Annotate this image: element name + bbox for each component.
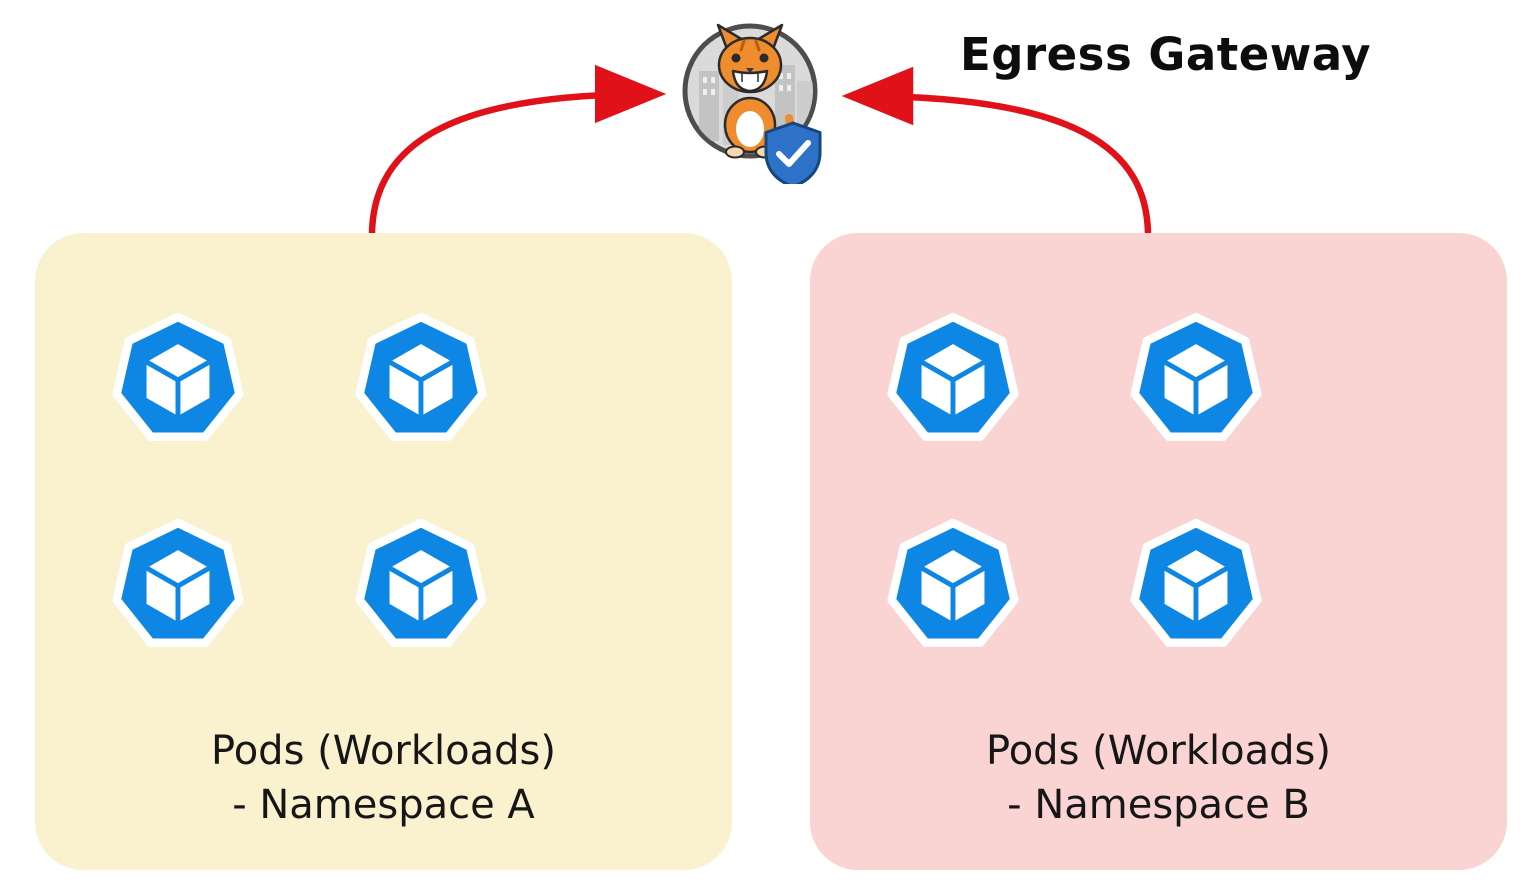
arrow-namespace-b-to-gateway [841, 66, 1152, 240]
cat-icon [716, 23, 794, 159]
namespace-b-label-line2: - Namespace B [1007, 782, 1310, 828]
namespace-b-pods [878, 305, 1271, 661]
egress-gateway-title: Egress Gateway [960, 28, 1372, 81]
cat-gateway-mascot-icon [682, 23, 822, 184]
pod-icon [103, 305, 253, 455]
namespace-a-label-line1: Pods (Workloads) [211, 728, 556, 774]
namespace-b-label-line1: Pods (Workloads) [986, 728, 1331, 774]
pod-icon [878, 305, 1028, 455]
pod-icon [878, 511, 1028, 661]
namespace-a-pods [103, 305, 496, 661]
namespace-a-box: Pods (Workloads) - Namespace A [35, 233, 732, 870]
namespace-b-box: Pods (Workloads) - Namespace B [810, 233, 1507, 870]
namespace-b-label: Pods (Workloads) - Namespace B [810, 724, 1507, 832]
arrow-namespace-a-to-gateway [368, 64, 667, 244]
pod-icon [1121, 305, 1271, 455]
pod-icon [1121, 511, 1271, 661]
pod-icon [346, 511, 496, 661]
shield-check-icon [764, 121, 822, 184]
pod-icon [346, 305, 496, 455]
namespace-a-label: Pods (Workloads) - Namespace A [35, 724, 732, 832]
pod-icon [103, 511, 253, 661]
namespace-a-label-line2: - Namespace A [232, 782, 535, 828]
